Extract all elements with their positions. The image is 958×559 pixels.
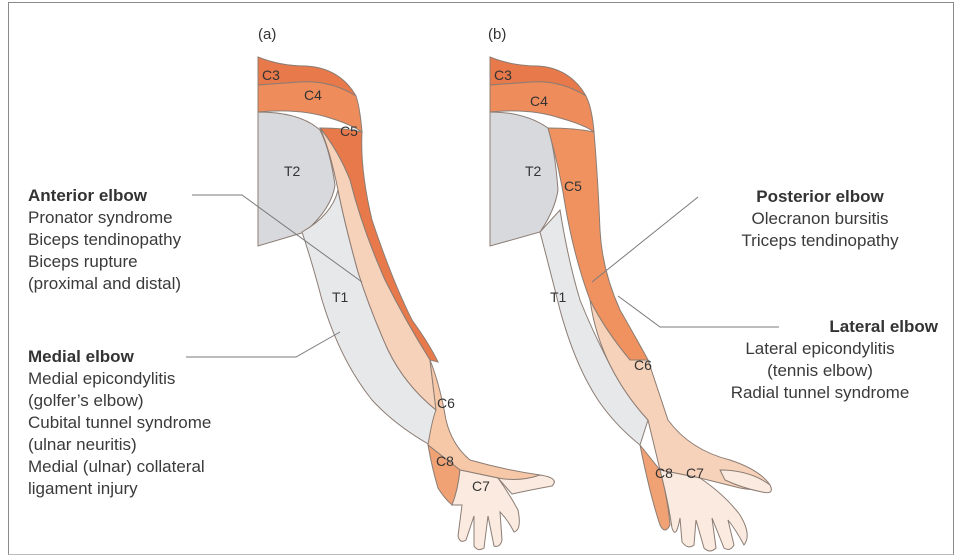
label-b-c5: C5: [564, 178, 582, 194]
medial-item: Medial (ulnar) collateral: [28, 456, 211, 478]
medial-item: (golfer’s elbow): [28, 390, 211, 412]
lateral-elbow-block: Lateral elbow Lateral epicondylitis (ten…: [690, 316, 950, 404]
medial-item: ligament injury: [28, 478, 211, 500]
lateral-elbow-title: Lateral elbow: [690, 316, 950, 338]
label-a-c7: C7: [472, 478, 490, 494]
anterior-item: (proximal and distal): [28, 273, 181, 295]
label-b-c8: C8: [655, 465, 673, 481]
leader-posterior: [592, 197, 698, 282]
label-b-c7: C7: [686, 465, 704, 481]
label-a-c4: C4: [304, 87, 322, 103]
label-b-c6: C6: [634, 357, 652, 373]
posterior-elbow-title: Posterior elbow: [700, 186, 940, 208]
medial-elbow-title: Medial elbow: [28, 346, 211, 368]
medial-item: (ulnar neuritis): [28, 434, 211, 456]
medial-item: Cubital tunnel syndrome: [28, 412, 211, 434]
label-b-c3: C3: [494, 67, 512, 83]
lateral-item: (tennis elbow): [690, 360, 950, 382]
anterior-elbow-block: Anterior elbow Pronator syndrome Biceps …: [28, 185, 181, 295]
anterior-elbow-title: Anterior elbow: [28, 185, 181, 207]
lateral-item: Lateral epicondylitis: [690, 338, 950, 360]
label-b-t1: T1: [550, 289, 567, 305]
label-a-c8: C8: [436, 453, 454, 469]
posterior-item: Triceps tendinopathy: [700, 230, 940, 252]
medial-elbow-block: Medial elbow Medial epicondylitis (golfe…: [28, 346, 211, 500]
anterior-item: Biceps tendinopathy: [28, 229, 181, 251]
label-a-c5: C5: [340, 123, 358, 139]
posterior-item: Olecranon bursitis: [700, 208, 940, 230]
panel-label-a: (a): [258, 26, 276, 43]
label-b-c4: C4: [530, 93, 548, 109]
label-a-t1: T1: [332, 289, 349, 305]
label-b-t2: T2: [525, 163, 542, 179]
anterior-item: Pronator syndrome: [28, 207, 181, 229]
label-a-c3: C3: [262, 67, 280, 83]
posterior-elbow-block: Posterior elbow Olecranon bursitis Trice…: [700, 186, 940, 252]
anterior-item: Biceps rupture: [28, 251, 181, 273]
panel-label-b: (b): [488, 26, 506, 43]
label-a-c6: C6: [437, 395, 455, 411]
label-a-t2: T2: [284, 163, 301, 179]
lateral-item: Radial tunnel syndrome: [690, 382, 950, 404]
medial-item: Medial epicondylitis: [28, 368, 211, 390]
